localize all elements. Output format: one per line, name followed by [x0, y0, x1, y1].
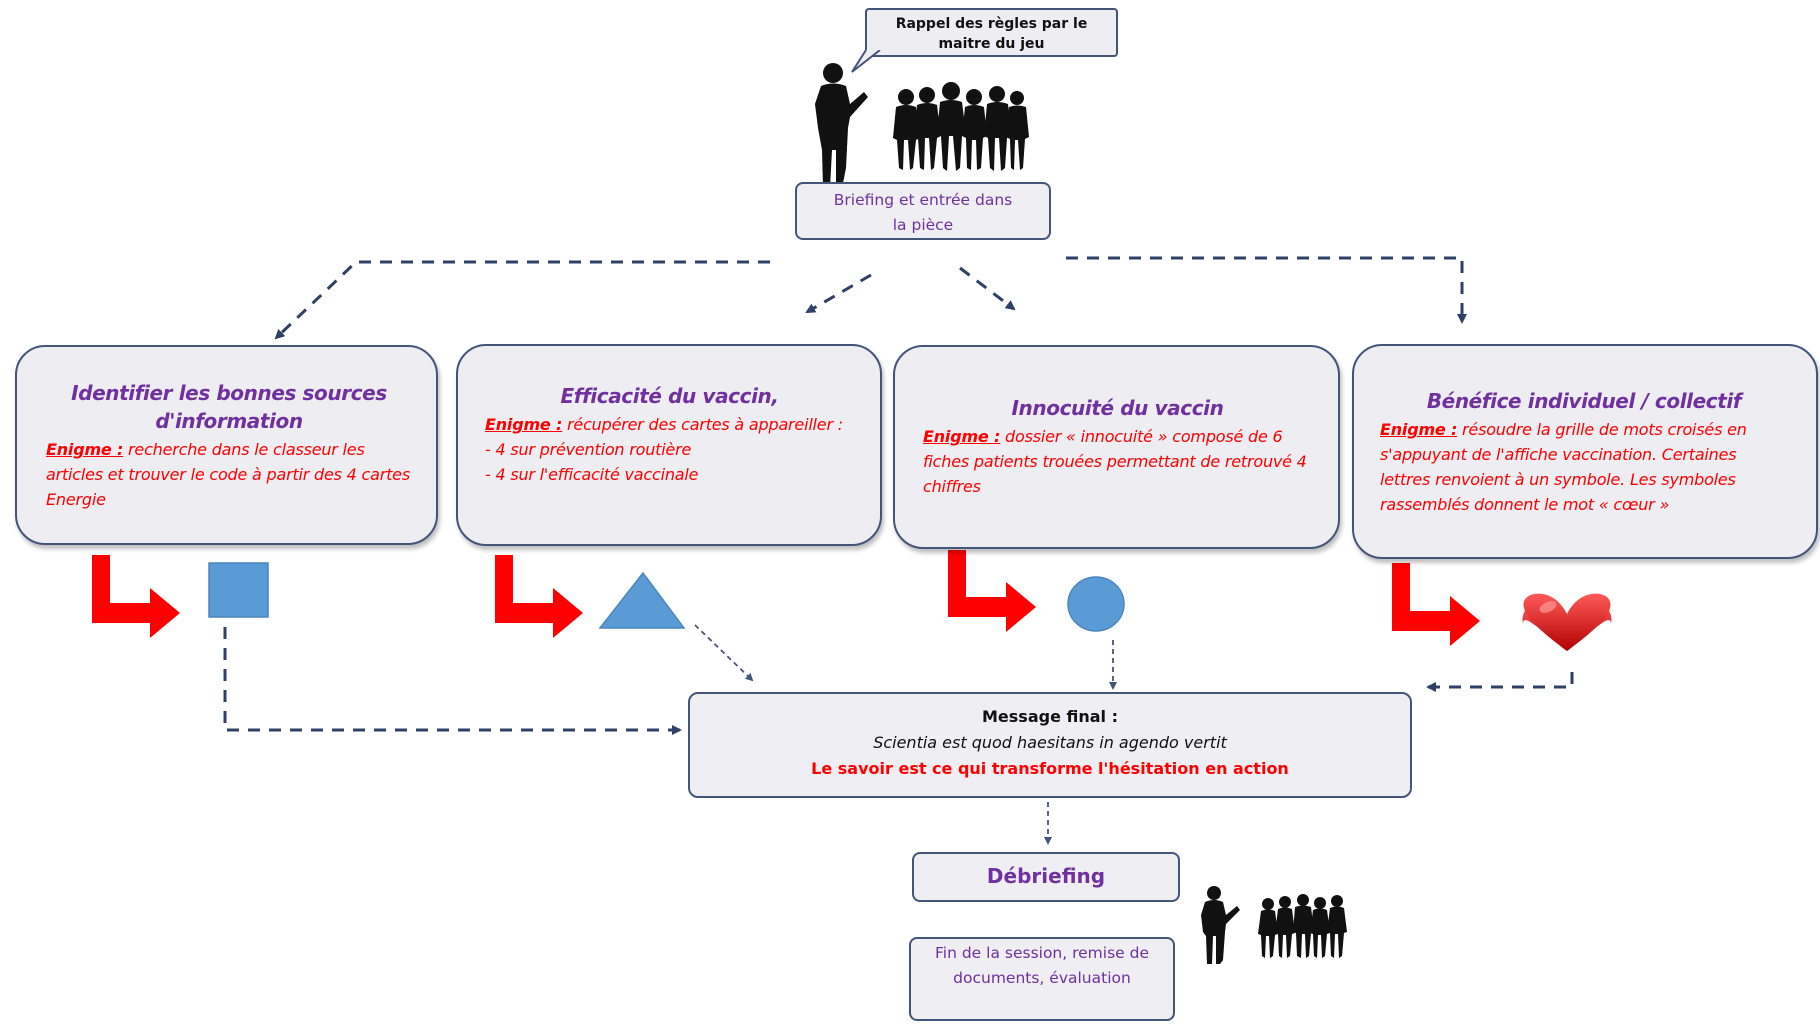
blue-triangle-symbol — [598, 571, 686, 629]
briefing-label: Briefing et entrée dans la pièce — [833, 191, 1013, 234]
briefing-box: Briefing et entrée dans la pièce — [795, 182, 1051, 240]
debriefing-label: Débriefing — [986, 864, 1106, 888]
speech-bubble-tail — [851, 50, 881, 73]
connector-heart-to-final — [1426, 672, 1574, 692]
players-silhouette-icon — [893, 82, 1029, 171]
card-sources: Identifier les bonnes sources d'informat… — [15, 345, 438, 545]
red-arrow-4 — [1392, 563, 1480, 646]
connector-square-to-final — [223, 627, 682, 735]
connector-to-card-2 — [805, 273, 872, 314]
end-session-box: Fin de la session, remise de documents, … — [909, 937, 1175, 1021]
red-arrow-3 — [948, 550, 1036, 632]
red-arrow-1 — [92, 555, 180, 638]
game-master-silhouette-icon — [815, 63, 868, 188]
red-arrows — [92, 550, 1480, 646]
card-title: Bénéfice individuel / collectif — [1426, 389, 1742, 413]
card-description: Enigme : recherche dans le classeur les … — [46, 437, 412, 512]
speech-bubble-text: Rappel des règles par le maitre du jeu — [895, 16, 1088, 52]
card-description: Enigme : récupérer des cartes à appareil… — [485, 412, 854, 437]
card-text: recherche dans le classeur les articles … — [46, 440, 410, 509]
debriefing-box: Débriefing — [912, 852, 1180, 902]
final-message-latin: Scientia est quod haesitans in agendo ve… — [873, 733, 1227, 752]
card-benefice: Bénéfice individuel / collectif Enigme :… — [1352, 344, 1818, 559]
card-description: Enigme : dossier « innocuité » composé d… — [923, 424, 1312, 499]
enigme-label: Enigme : — [1380, 420, 1458, 439]
connector-to-card-4 — [1066, 256, 1467, 324]
connector-triangle-to-final — [694, 624, 754, 682]
game-master-silhouette-icon — [1201, 886, 1240, 964]
red-arrow-2 — [495, 555, 583, 638]
card-innocuite: Innocuité du vaccin Enigme : dossier « i… — [893, 345, 1340, 549]
card-title: Innocuité du vaccin — [1011, 396, 1224, 420]
card-description: Enigme : résoudre la grille de mots croi… — [1380, 417, 1788, 517]
final-message-heading: Message final : — [982, 707, 1118, 726]
briefing-connectors — [274, 256, 1467, 340]
card-title: Identifier les bonnes sources d'informat… — [71, 381, 387, 433]
connector-to-card-3 — [959, 266, 1016, 311]
card-list-item: - 4 sur l'efficacité vaccinale — [485, 465, 699, 484]
enigme-label: Enigme : — [46, 440, 124, 459]
card-text: résoudre la grille de mots croisés en s'… — [1380, 420, 1747, 514]
blue-square-symbol — [208, 562, 269, 618]
players-silhouette-icon — [1258, 894, 1347, 958]
red-heart-symbol — [1522, 593, 1612, 651]
final-message-translation: Le savoir est ce qui transforme l'hésita… — [811, 759, 1289, 778]
card-text: récupérer des cartes à appareiller : — [567, 415, 843, 434]
enigme-label: Enigme : — [923, 427, 1001, 446]
final-message-box: Message final : Scientia est quod haesit… — [688, 692, 1412, 798]
card-text: dossier « innocuité » composé de 6 fiche… — [923, 427, 1307, 496]
connector-to-card-1 — [274, 260, 770, 340]
final-connectors — [223, 624, 1574, 845]
speech-bubble: Rappel des règles par le maitre du jeu — [865, 8, 1118, 57]
enigme-label: Enigme : — [485, 415, 563, 434]
blue-circle-symbol — [1067, 576, 1125, 632]
card-efficacite: Efficacité du vaccin, Enigme : récupérer… — [456, 344, 882, 546]
end-session-label: Fin de la session, remise de documents, … — [935, 944, 1149, 987]
card-title: Efficacité du vaccin, — [560, 384, 779, 408]
card-list-item: - 4 sur prévention routière — [485, 440, 692, 459]
